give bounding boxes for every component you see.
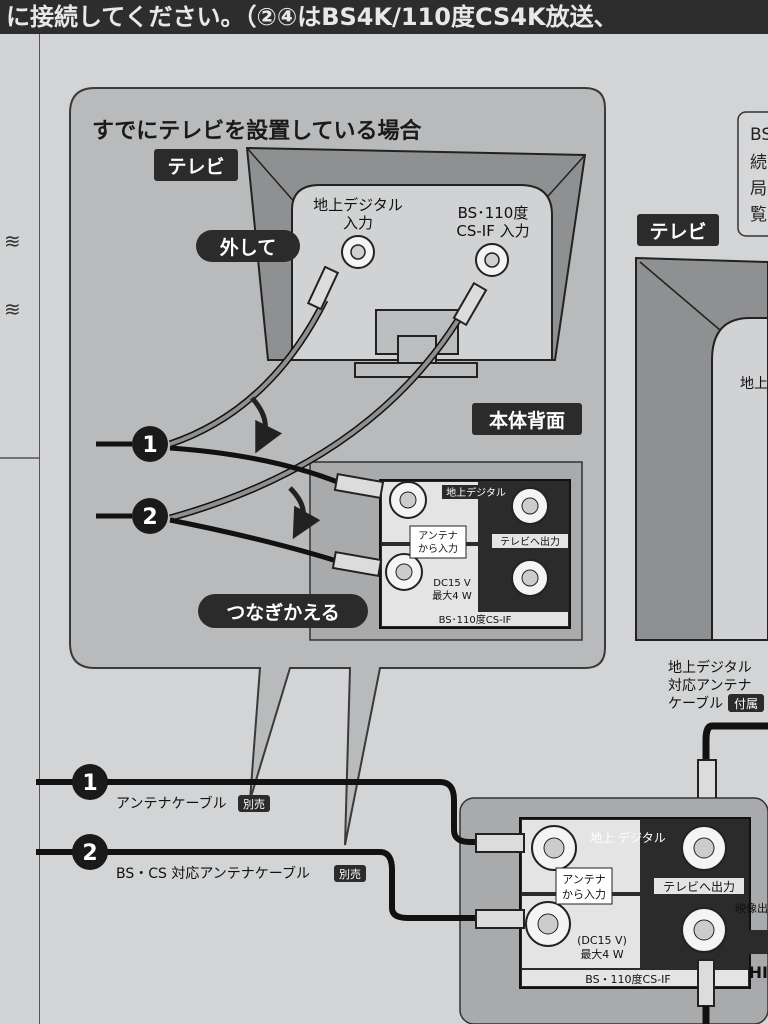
right-cable-line3: ケーブル	[668, 695, 723, 712]
bs-input-line1: BS･110度	[458, 204, 529, 222]
right-info-line-3: 局	[750, 179, 767, 199]
right-cable-line2: 対応アンテナ	[668, 678, 751, 694]
right-cable-badge: 付属	[734, 697, 758, 711]
plug-terrestrial	[306, 265, 340, 311]
bottom-bs-label: BS・110度CS-IF	[585, 972, 671, 986]
marker-1-bottom	[72, 764, 108, 800]
arrow-down-2	[288, 486, 321, 540]
right-cable-line1: 地上デジタル	[668, 659, 752, 676]
tv-label: テレビ	[167, 156, 224, 178]
remove-label-box	[196, 230, 300, 262]
panel-bs-label: BS･110度CS-IF	[439, 613, 512, 626]
tv-back	[245, 146, 587, 378]
back-panel-label-box	[472, 403, 582, 435]
bottom-tv-out-label: テレビへ出力	[663, 880, 735, 894]
terrestrial-input-line2: 入力	[343, 214, 373, 232]
bottom-cables	[36, 779, 525, 929]
bottom-terrestrial-label: 地上 デジタル	[590, 830, 666, 845]
cable2-badge-box	[334, 865, 366, 882]
svg-text:2: 2	[82, 841, 97, 866]
right-info-box	[737, 111, 768, 237]
cable1-badge-box	[238, 795, 270, 812]
hdmi-port	[748, 930, 768, 954]
bottom-dc-line1: (DC15 V)	[577, 934, 627, 947]
svg-text:2: 2	[142, 505, 157, 530]
marker-1-callout	[132, 426, 168, 462]
marker-2-bottom	[72, 834, 108, 870]
plug-panel-terrestrial	[333, 472, 385, 500]
reconnect-label-box	[198, 594, 368, 628]
left-edge-mark-1: ≋	[4, 229, 21, 253]
right-info-line-1: BS	[750, 125, 768, 145]
right-info-line-4: 覧	[750, 205, 767, 225]
right-tv	[635, 256, 768, 641]
panel-dc-line2: 最大4 W	[432, 589, 472, 602]
callout-cables	[96, 265, 488, 578]
video-out-text: 映像出	[735, 901, 768, 915]
tv-label-box	[154, 149, 238, 181]
right-cable-badge-box	[728, 694, 764, 712]
panel-dc-line1: DC15 V	[433, 578, 471, 589]
right-info-line-2: 続	[750, 153, 767, 173]
svg-text:1: 1	[82, 771, 97, 796]
reconnect-label: つなぎかえる	[226, 601, 339, 624]
panel-antenna-line2: から入力	[418, 542, 458, 555]
right-tv-label: テレビ	[649, 221, 706, 243]
header-text: に接続してください。（②④はBS4K/110度CS4K放送、	[6, 3, 618, 31]
right-tv-label-box	[637, 214, 719, 246]
plug-panel-bs	[331, 550, 383, 578]
cable2-badge: 別売	[339, 868, 361, 881]
svg-text:1: 1	[142, 433, 157, 458]
callout-title: すでにテレビを設置している場合	[92, 118, 423, 144]
right-tv-input-text: 地上	[740, 376, 768, 392]
hdmi-text: HI	[749, 963, 768, 982]
left-page-edge	[0, 34, 40, 1024]
panel-antenna-line1: アンテナ	[418, 530, 458, 542]
panel-terrestrial-label: 地上デジタル	[446, 486, 506, 499]
cable2-label: BS・CS 対応アンテナケーブル	[116, 865, 310, 882]
left-edge-mark-2: ≋	[4, 297, 21, 321]
bottom-output-plug	[697, 959, 715, 1007]
arrow-down-1	[250, 396, 283, 454]
cable1-label: アンテナケーブル	[116, 795, 227, 812]
cable1-badge: 別売	[243, 798, 265, 811]
back-panel-label: 本体背面	[489, 409, 565, 432]
bs-input-line2: CS-IF 入力	[456, 222, 529, 240]
marker-2-callout	[132, 498, 168, 534]
right-vertical-cable	[702, 722, 768, 800]
bottom-dc-line2: 最大4 W	[580, 947, 623, 961]
bottom-antenna-line1: アンテナ	[562, 873, 606, 886]
bottom-plug-1	[475, 833, 525, 853]
plug-bs	[452, 281, 488, 327]
panel-tv-out-label: テレビへ出力	[500, 535, 560, 548]
terrestrial-input-line1: 地上デジタル	[313, 196, 403, 214]
remove-label: 外して	[220, 236, 276, 259]
header-bar	[0, 0, 768, 34]
bottom-antenna-line2: から入力	[562, 888, 606, 901]
bottom-plug-2	[475, 909, 525, 929]
